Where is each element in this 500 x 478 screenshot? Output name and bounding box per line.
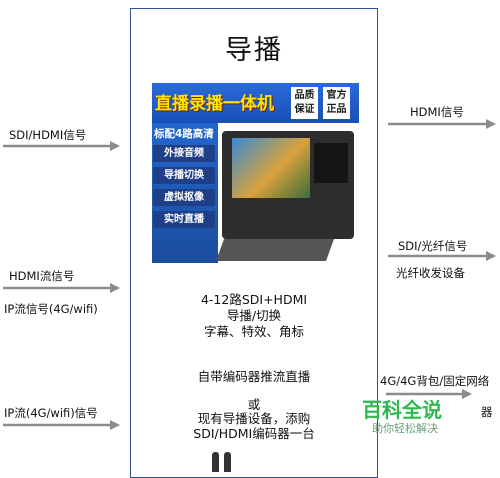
output-label-partial: 器 [481,405,493,419]
quality-badge: 品质保证 [291,87,318,119]
standard-label: 标配4路高清 [154,128,214,140]
center-text-switching: 导播/切换 [226,308,282,323]
input-label-ip-stream: IP流信号(4G/wifi) [4,302,98,316]
watermark-main-text: 百科全说 [362,398,442,422]
watermark-sub-text: 助你轻松解决 [372,422,438,435]
machine-screen [232,138,310,198]
antenna-right [224,452,231,472]
product-banner-text: 直播录播一体机 [155,94,274,114]
official-badge: 官方正品 [323,87,350,119]
box-title: 导播 [225,35,283,66]
output-label-4g-backpack: 4G/4G背包/固定网络 [380,374,490,388]
output-label-sdi-fiber: SDI/光纤信号 [398,239,468,253]
feature-switch: 导播切换 [153,167,215,184]
input-label-sdi-hdmi: SDI/HDMI信号 [9,128,87,142]
antenna-left [212,452,219,472]
signal-arrows [3,119,496,430]
machine-side-panel [314,143,348,183]
watermark-logo: 百科全说 助你轻松解决 [340,394,470,442]
center-text-encoder: 自带编码器推流直播 [197,369,311,384]
feature-keying: 虚拟抠像 [153,189,215,206]
output-label-fiber-device: 光纤收发设备 [396,266,465,280]
input-label-ip-4g: IP流(4G/wifi)信号 [4,406,98,420]
input-label-hdmi-stream: HDMI流信号 [9,269,75,283]
product-image: 直播录播一体机 品质保证 官方正品 标配4路高清 外接音频 导播切换 虚拟抠像 … [152,83,359,263]
feature-audio: 外接音频 [153,145,215,162]
center-text-encoder-unit: SDI/HDMI编码器一台 [193,426,315,441]
output-label-hdmi: HDMI信号 [410,105,464,119]
center-text-effects: 字幕、特效、角标 [203,324,304,339]
center-text-channels: 4-12路SDI+HDMI [200,292,308,307]
center-text-or: 或 [247,397,261,412]
center-text-existing: 现有导播设备，添购 [197,411,311,426]
feature-live: 实时直播 [153,211,215,228]
